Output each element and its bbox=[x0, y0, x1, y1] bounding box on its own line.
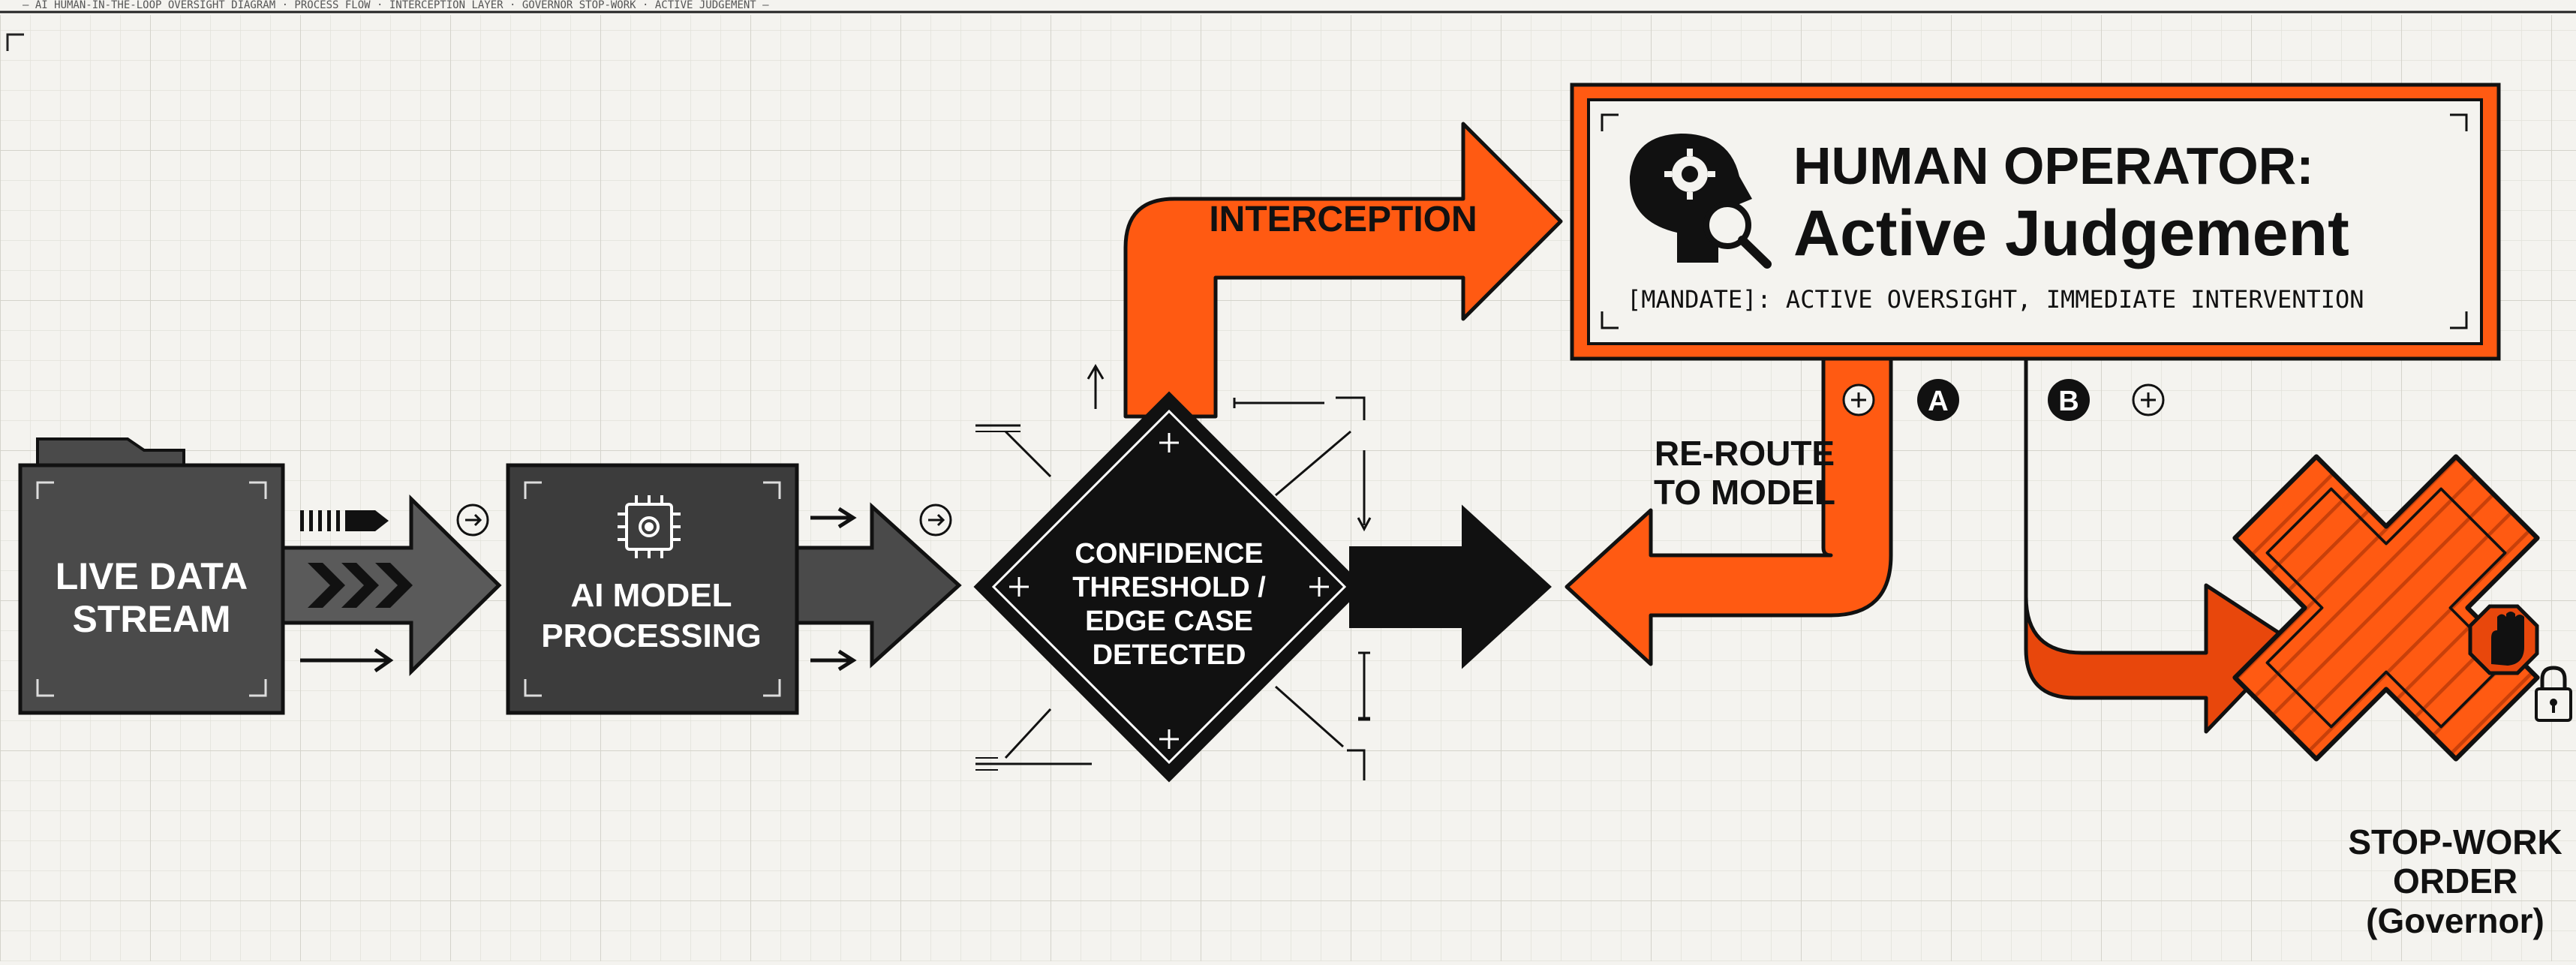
padlock-icon bbox=[2535, 666, 2572, 722]
interception-arrow bbox=[1123, 122, 1563, 419]
decision-diamond-inner bbox=[991, 409, 1347, 765]
box2-corner-bl bbox=[524, 679, 542, 697]
thin-arrow-below-1 bbox=[300, 648, 394, 673]
badge-b bbox=[2048, 379, 2090, 421]
human-operator-subtitle: Active Judgement bbox=[1793, 197, 2349, 269]
ai-model-label-2: PROCESSING bbox=[541, 618, 761, 654]
corner-mark-top-left bbox=[6, 33, 24, 51]
thin-arrow-below-2 bbox=[810, 649, 857, 672]
reroute-label-2: TO MODEL bbox=[1654, 473, 1835, 512]
box3-corner-br bbox=[2450, 311, 2468, 329]
stop-work-label-2: ORDER bbox=[2393, 861, 2517, 900]
decision-label-4: DETECTED bbox=[1093, 639, 1246, 671]
badge-b-label: B bbox=[2058, 386, 2079, 417]
box2-corner-tl bbox=[524, 481, 542, 499]
live-data-stream-label-1: LIVE DATA bbox=[56, 555, 248, 597]
chevron-1 bbox=[308, 563, 345, 608]
flow-arrow-2 bbox=[795, 502, 962, 669]
chevron-3 bbox=[375, 563, 413, 608]
box2-corner-tr bbox=[763, 481, 781, 499]
decision-diamond bbox=[973, 391, 1365, 783]
stop-hand-icon bbox=[2468, 604, 2539, 675]
plus-a bbox=[1851, 392, 1866, 407]
badge-a bbox=[1917, 379, 1959, 421]
human-operator-mandate: [MANDATE]: ACTIVE OVERSIGHT, IMMEDIATE I… bbox=[1627, 285, 2364, 314]
box3-corner-bl bbox=[1601, 311, 1619, 329]
stop-x-icon bbox=[2232, 454, 2540, 762]
link-circle-arrow-2 bbox=[928, 513, 945, 527]
ai-model-box bbox=[506, 463, 799, 715]
decision-label-2: THRESHOLD / bbox=[1072, 572, 1266, 603]
chevron-2 bbox=[341, 563, 379, 608]
box1-corner-br bbox=[249, 679, 267, 697]
badge-a-label: A bbox=[1928, 386, 1948, 417]
stop-work-label-3: (Governor) bbox=[2366, 901, 2544, 940]
box1-corner-tl bbox=[36, 481, 54, 499]
ai-model-label-1: AI MODEL bbox=[570, 577, 732, 614]
live-data-stream-box bbox=[18, 463, 285, 715]
data-packets-icon bbox=[300, 510, 389, 531]
box2-corner-br bbox=[763, 679, 781, 697]
link-circle-arrow-1 bbox=[465, 513, 482, 527]
decision-annotations bbox=[975, 364, 1372, 780]
reroute-label-1: RE-ROUTE bbox=[1655, 434, 1835, 473]
stop-arrow bbox=[2024, 347, 2295, 734]
plus-b bbox=[2141, 392, 2156, 407]
box1-corner-tr bbox=[249, 481, 267, 499]
top-strip bbox=[0, 0, 2576, 11]
box3-corner-tr bbox=[2450, 113, 2468, 131]
reroute-arrow bbox=[1565, 347, 1893, 666]
thin-arrow-above-2 bbox=[810, 507, 857, 529]
top-strip-text: — AI HUMAN-IN-THE-LOOP OVERSIGHT DIAGRAM… bbox=[23, 0, 769, 11]
human-operator-title: HUMAN OPERATOR: bbox=[1793, 137, 2314, 195]
flow-arrow-1 bbox=[281, 495, 502, 676]
live-data-stream-label-2: STREAM bbox=[72, 598, 230, 640]
box1-corner-bl bbox=[36, 679, 54, 697]
decision-label-1: CONFIDENCE bbox=[1075, 538, 1263, 570]
decision-label-3: EDGE CASE bbox=[1085, 606, 1253, 637]
chip-gear-icon bbox=[618, 495, 681, 558]
box3-corner-tl bbox=[1601, 113, 1619, 131]
head-gear-magnifier-icon bbox=[1629, 134, 1772, 269]
interception-label: INTERCEPTION bbox=[1209, 200, 1477, 239]
black-flow-arrow bbox=[1349, 504, 1552, 669]
stop-work-label-1: STOP-WORK bbox=[2348, 822, 2562, 861]
diamond-crosshairs bbox=[1009, 433, 1329, 749]
